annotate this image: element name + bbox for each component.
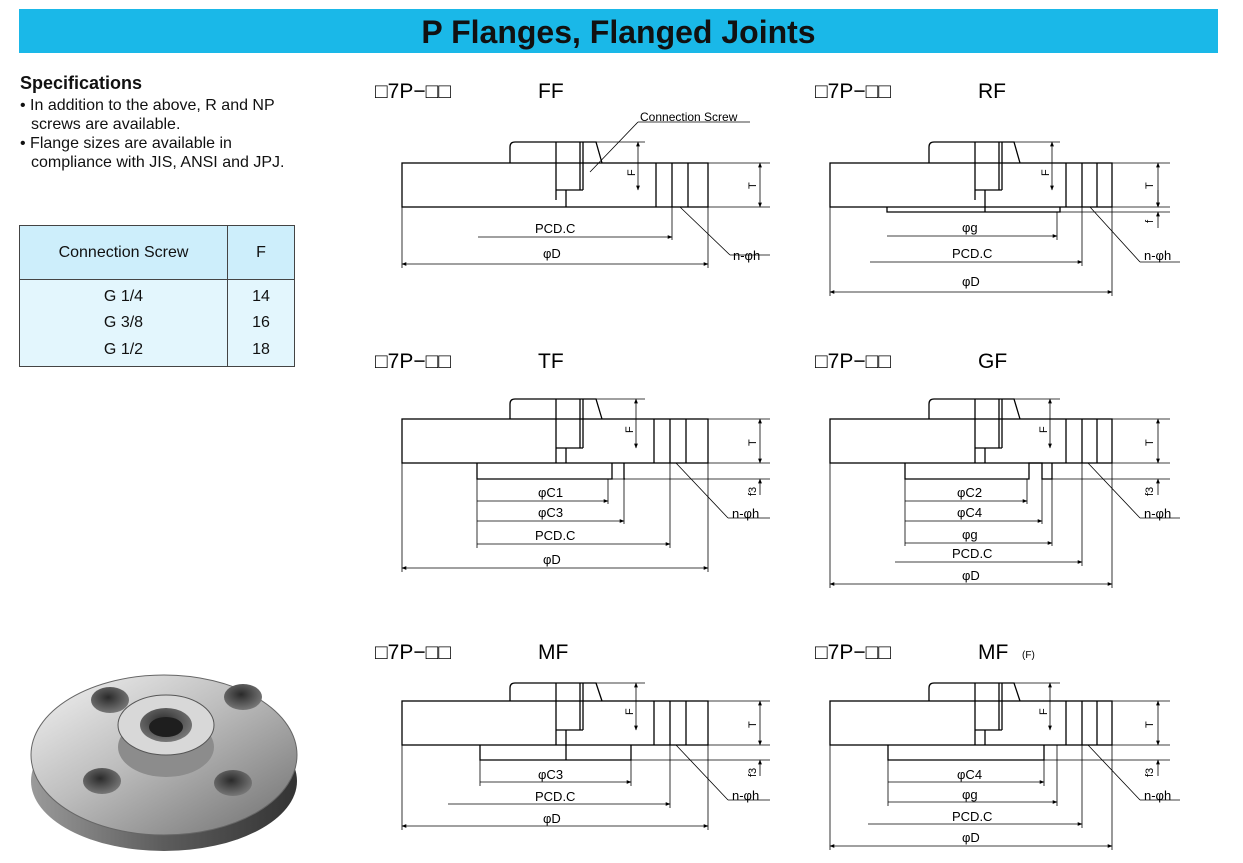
dim-g: φg [962, 220, 978, 235]
dim-f3: f3 [747, 768, 759, 777]
specifications-heading: Specifications [20, 73, 143, 93]
dim-F: F [626, 169, 638, 176]
dim-PCD: PCD.C [535, 528, 575, 543]
diagram-rf: □7P−□□ RF [815, 80, 1180, 296]
dim-nh: n-φh [1144, 506, 1171, 521]
mf-outline [401, 682, 709, 761]
connection-screw-label: Connection Screw [640, 110, 738, 124]
dim-C4: φC4 [957, 767, 982, 782]
dim-PCD: PCD.C [535, 221, 575, 236]
specifications-section: Specifications • In addition to the abov… [20, 73, 290, 172]
dim-f3: f3 [1144, 487, 1156, 496]
dim-D: φD [543, 552, 561, 567]
dim-f: f [1144, 219, 1156, 223]
dim-PCD: PCD.C [535, 789, 575, 804]
flange-type: RF [978, 80, 1006, 103]
dim-g: φg [962, 527, 978, 542]
dim-PCD: PCD.C [952, 546, 992, 561]
tf-outline [401, 398, 709, 480]
table-row: G 1/2 18 [19, 337, 295, 367]
dim-C4: φC4 [957, 505, 982, 520]
connection-screw-table: Connection Screw F G 1/4 14 G 3/8 16 G 1… [19, 225, 295, 367]
dim-F: F [624, 708, 636, 715]
cell-screw: G 3/8 [19, 308, 228, 338]
dim-C3: φC3 [538, 505, 563, 520]
dim-D: φD [962, 568, 980, 583]
model-code: □7P−□□ [815, 350, 891, 373]
dim-D: φD [543, 246, 561, 261]
cell-screw: G 1/4 [19, 279, 228, 309]
dim-F: F [1040, 169, 1052, 176]
dim-nh: n-φh [1144, 788, 1171, 803]
cell-screw: G 1/2 [19, 337, 228, 367]
gf-outline [829, 398, 1113, 480]
dim-T: T [747, 721, 759, 728]
spec-bullet: • In addition to the above, R and NP scr… [20, 97, 275, 133]
diagram-tf: □7P−□□ TF [375, 350, 770, 572]
dim-f3: f3 [747, 487, 759, 496]
dim-nh: n-φh [732, 506, 759, 521]
mff-outline [829, 682, 1113, 761]
cell-f: 18 [227, 337, 295, 367]
dim-nh: n-φh [733, 248, 760, 263]
dim-nh: n-φh [1144, 248, 1171, 263]
model-code: □7P−□□ [375, 641, 451, 664]
diagram-mf-f: □7P−□□ MF (F) [815, 641, 1180, 850]
flange-type: FF [538, 80, 564, 103]
dim-T: T [747, 439, 759, 446]
dim-D: φD [543, 811, 561, 826]
dim-T: T [747, 182, 759, 189]
table-row: G 1/4 14 [19, 279, 295, 309]
dim-f3: f3 [1144, 768, 1156, 777]
flange-type: TF [538, 350, 564, 373]
spec-bullet: • Flange sizes are available in complian… [20, 135, 285, 171]
flange-photo [30, 674, 298, 851]
cell-f: 16 [227, 308, 295, 338]
dim-F: F [1038, 708, 1050, 715]
dim-F: F [624, 426, 636, 433]
rf-outline [829, 141, 1113, 213]
model-code: □7P−□□ [815, 80, 891, 103]
flange-type: MF [978, 641, 1008, 664]
dim-T: T [1144, 439, 1156, 446]
dim-C1: φC1 [538, 485, 563, 500]
flange-type: GF [978, 350, 1007, 373]
dim-T: T [1144, 182, 1156, 189]
model-code: □7P−□□ [375, 350, 451, 373]
diagram-mf: □7P−□□ MF [375, 641, 770, 830]
dim-D: φD [962, 274, 980, 289]
title-banner: P Flanges, Flanged Joints [19, 9, 1218, 53]
model-code: □7P−□□ [815, 641, 891, 664]
flange-type: MF [538, 641, 568, 664]
dim-PCD: PCD.C [952, 809, 992, 824]
header-f: F [227, 225, 295, 280]
page-title: P Flanges, Flanged Joints [421, 14, 816, 50]
table-header-row: Connection Screw F [19, 225, 295, 280]
specifications-list: • In addition to the above, R and NP scr… [20, 96, 290, 172]
diagram-ff: □7P−□□ FF [375, 80, 770, 268]
dim-F: F [1038, 426, 1050, 433]
diagram-gf: □7P−□□ GF [815, 350, 1180, 588]
header-connection-screw: Connection Screw [19, 225, 228, 280]
dim-g: φg [962, 787, 978, 802]
dim-T: T [1144, 721, 1156, 728]
model-code: □7P−□□ [375, 80, 451, 103]
dim-C2: φC2 [957, 485, 982, 500]
dim-PCD: PCD.C [952, 246, 992, 261]
dim-C3: φC3 [538, 767, 563, 782]
dim-nh: n-φh [732, 788, 759, 803]
dim-D: φD [962, 830, 980, 845]
flange-type-suffix: (F) [1022, 650, 1035, 661]
ff-outline [401, 141, 709, 208]
cell-f: 14 [227, 279, 295, 309]
table-row: G 3/8 16 [19, 308, 295, 338]
